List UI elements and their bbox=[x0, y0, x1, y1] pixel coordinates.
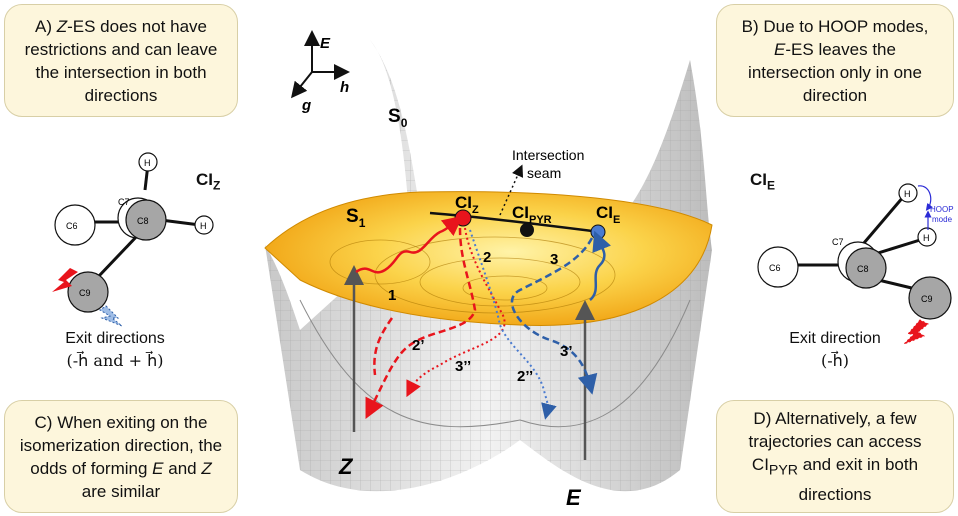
isomer-e-label: E bbox=[566, 485, 582, 510]
isomer-z-label: Z bbox=[338, 454, 354, 479]
axis-h-label: h bbox=[340, 79, 349, 96]
ci-e-atom-c9: C9 bbox=[921, 294, 933, 304]
seam-label-line2: seam bbox=[527, 165, 561, 181]
ci-z-point bbox=[454, 209, 472, 227]
ci-z-atom-h-right: H bbox=[200, 221, 207, 231]
ci-e-atom-h-top: H bbox=[904, 189, 911, 199]
path-label-1: 1 bbox=[388, 287, 396, 304]
axes-indicator bbox=[291, 30, 350, 99]
exit-directions-right: Exit direction (-h⃗) bbox=[740, 328, 930, 372]
panel-b-line1: B) Due to HOOP modes, bbox=[741, 16, 929, 36]
ci-e-label: CIE bbox=[750, 170, 776, 193]
panel-b-italic: E bbox=[774, 39, 786, 59]
panel-d-text: D) Alternatively, a few trajectories can… bbox=[748, 409, 922, 452]
path-label-3-prime: 3’ bbox=[560, 343, 573, 360]
panel-d: D) Alternatively, a few trajectories can… bbox=[716, 400, 954, 513]
panel-b: B) Due to HOOP modes, E-ES leaves the int… bbox=[716, 4, 954, 117]
path-label-2: 2 bbox=[483, 249, 491, 266]
hoop-label-line1: HOOP bbox=[930, 205, 954, 214]
path-label-2-double-prime: 2’’ bbox=[517, 368, 533, 385]
panel-c-end: are similar bbox=[81, 481, 161, 501]
ci-z-molecule bbox=[52, 152, 214, 327]
s0-label: S0 bbox=[388, 106, 408, 130]
trajectory-left-extra bbox=[373, 317, 394, 376]
panel-c-z: Z bbox=[201, 458, 212, 478]
ci-e-atom-h-right: H bbox=[923, 233, 930, 243]
ci-e-atom-c6: C6 bbox=[769, 263, 781, 273]
panel-a-italic: Z bbox=[56, 16, 68, 36]
exit-formula-left: (-h⃗ and + h⃗) bbox=[66, 351, 164, 370]
ci-z-atom-c6: C6 bbox=[66, 221, 78, 231]
trajectory-3-prime bbox=[510, 237, 598, 395]
ci-pyr-surface-label: CIPYR bbox=[512, 203, 552, 226]
ci-z-atom-c9: C9 bbox=[79, 288, 91, 298]
axis-g-label: g bbox=[301, 97, 311, 114]
panel-c-text: C) When exiting on the isomerization dir… bbox=[19, 412, 223, 478]
s1-label: S1 bbox=[346, 206, 366, 230]
path-label-3: 3 bbox=[550, 251, 558, 268]
ci-e-atom-c8: C8 bbox=[857, 264, 869, 274]
ci-z-surface-label: CIZ bbox=[455, 193, 479, 216]
exit-formula-right: (-h⃗) bbox=[820, 351, 850, 370]
panel-a-prefix: A) bbox=[35, 16, 57, 36]
ci-e-surface-label: CIE bbox=[596, 203, 620, 226]
panel-d-end: and exit in both directions bbox=[798, 455, 919, 504]
panel-b-text: -ES leaves the intersection only in one … bbox=[748, 39, 922, 105]
trajectory-3 bbox=[589, 230, 612, 301]
path-label-3-double-prime: 3’’ bbox=[455, 358, 471, 375]
hoop-label-line2: mode bbox=[932, 215, 953, 224]
trajectory-2-prime bbox=[365, 227, 477, 419]
seam-pointer bbox=[499, 164, 524, 216]
ci-z-atom-c7: C7 bbox=[118, 197, 130, 207]
exit-directions-left: Exit directions (-h⃗ and + h⃗) bbox=[20, 328, 210, 372]
panel-a-text: -ES does not have restrictions and can l… bbox=[24, 16, 218, 105]
panel-c: C) When exiting on the isomerization dir… bbox=[4, 400, 238, 513]
panel-a: A) Z-ES does not have restrictions and c… bbox=[4, 4, 238, 117]
axis-e-label: E bbox=[320, 35, 331, 52]
panel-d-ci-sub: PYR bbox=[768, 462, 799, 479]
path-label-2-prime: 2’ bbox=[412, 337, 425, 354]
trajectory-1 bbox=[355, 215, 463, 274]
intersection-seam-line bbox=[429, 211, 601, 234]
ci-z-label: CIZ bbox=[196, 170, 221, 193]
ci-e-molecule bbox=[757, 183, 952, 345]
panel-c-e: E bbox=[152, 458, 164, 478]
ci-z-atom-c8: C8 bbox=[137, 216, 149, 226]
ci-e-point bbox=[590, 224, 606, 240]
ci-pyr-point bbox=[520, 223, 534, 237]
panel-d-ci: CI bbox=[751, 455, 769, 475]
ci-z-atom-h-top: H bbox=[144, 158, 151, 168]
ci-e-atom-c7: C7 bbox=[832, 237, 844, 247]
panel-c-mid: and bbox=[163, 458, 202, 478]
seam-label-line1: Intersection bbox=[512, 147, 584, 163]
trajectory-3-double-prime bbox=[406, 227, 506, 398]
exit-title-right: Exit direction bbox=[789, 330, 881, 347]
exit-title-left: Exit directions bbox=[65, 330, 165, 347]
